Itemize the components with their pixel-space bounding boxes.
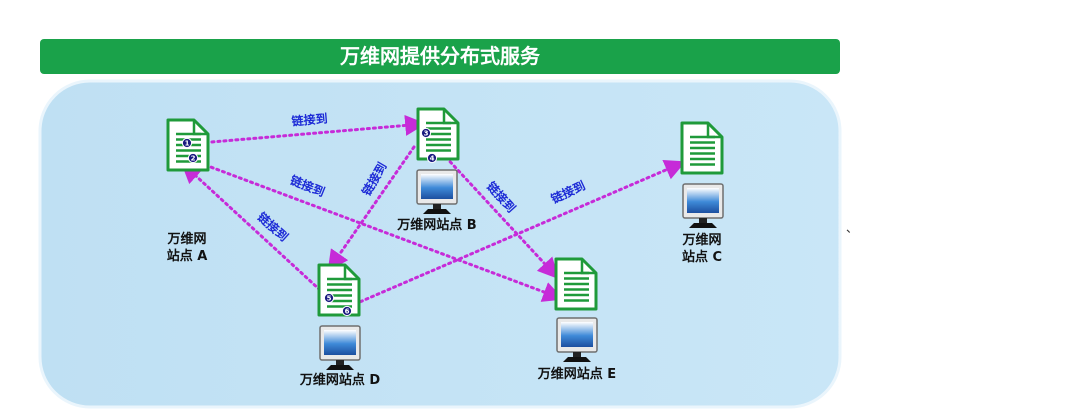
anchor-marker-number: 6 — [345, 308, 350, 316]
link-line — [440, 151, 559, 280]
site-label: 站点 A — [167, 248, 208, 264]
site-label: 万维网站点 E — [537, 366, 616, 382]
anchor-marker-2: 2 — [187, 152, 199, 164]
site-d: 万维网站点 D — [299, 263, 381, 388]
web-page-document-icon — [680, 121, 724, 175]
anchor-marker-1: 1 — [181, 137, 193, 149]
computer-monitor-icon — [416, 169, 458, 214]
anchor-marker-5: 5 — [323, 292, 335, 304]
anchor-marker-number: 3 — [424, 130, 429, 138]
title-bar: 万维网提供分布式服务 — [40, 39, 840, 74]
site-b: 万维网站点 B — [396, 107, 477, 233]
anchor-marker-number: 1 — [185, 140, 190, 148]
site-label: 万维网站点 B — [396, 217, 476, 233]
anchor-marker-6: 6 — [341, 305, 353, 317]
computer-monitor-icon — [556, 317, 598, 362]
link-a-to-b: 链接到 — [198, 110, 427, 145]
web-page-document-icon — [554, 257, 598, 311]
site-e: 万维网站点 E — [537, 257, 616, 382]
computer-monitor-icon — [682, 183, 724, 228]
anchor-marker-3: 3 — [420, 127, 432, 139]
site-label: 万维网 — [166, 231, 206, 247]
anchor-marker-4: 4 — [426, 152, 438, 164]
diagram-panel — [38, 79, 842, 409]
site-c: 万维网站点 C — [680, 121, 724, 265]
anchor-marker-number: 5 — [327, 295, 332, 303]
link-line — [180, 162, 322, 292]
link-line — [198, 114, 427, 145]
link-line — [198, 161, 564, 302]
link-line — [327, 145, 416, 272]
stray-mark: 、 — [846, 221, 858, 235]
web-page-document-icon — [317, 263, 361, 317]
link-line — [353, 160, 686, 306]
diagram-title: 万维网提供分布式服务 — [339, 44, 541, 68]
anchor-marker-number: 4 — [430, 155, 435, 163]
link-label: 链接到 — [291, 110, 328, 128]
site-label: 万维网 — [681, 232, 721, 248]
anchor-marker-number: 2 — [191, 155, 196, 163]
site-label: 站点 C — [682, 249, 722, 265]
site-label: 万维网站点 D — [299, 372, 381, 388]
computer-monitor-icon — [319, 325, 361, 370]
